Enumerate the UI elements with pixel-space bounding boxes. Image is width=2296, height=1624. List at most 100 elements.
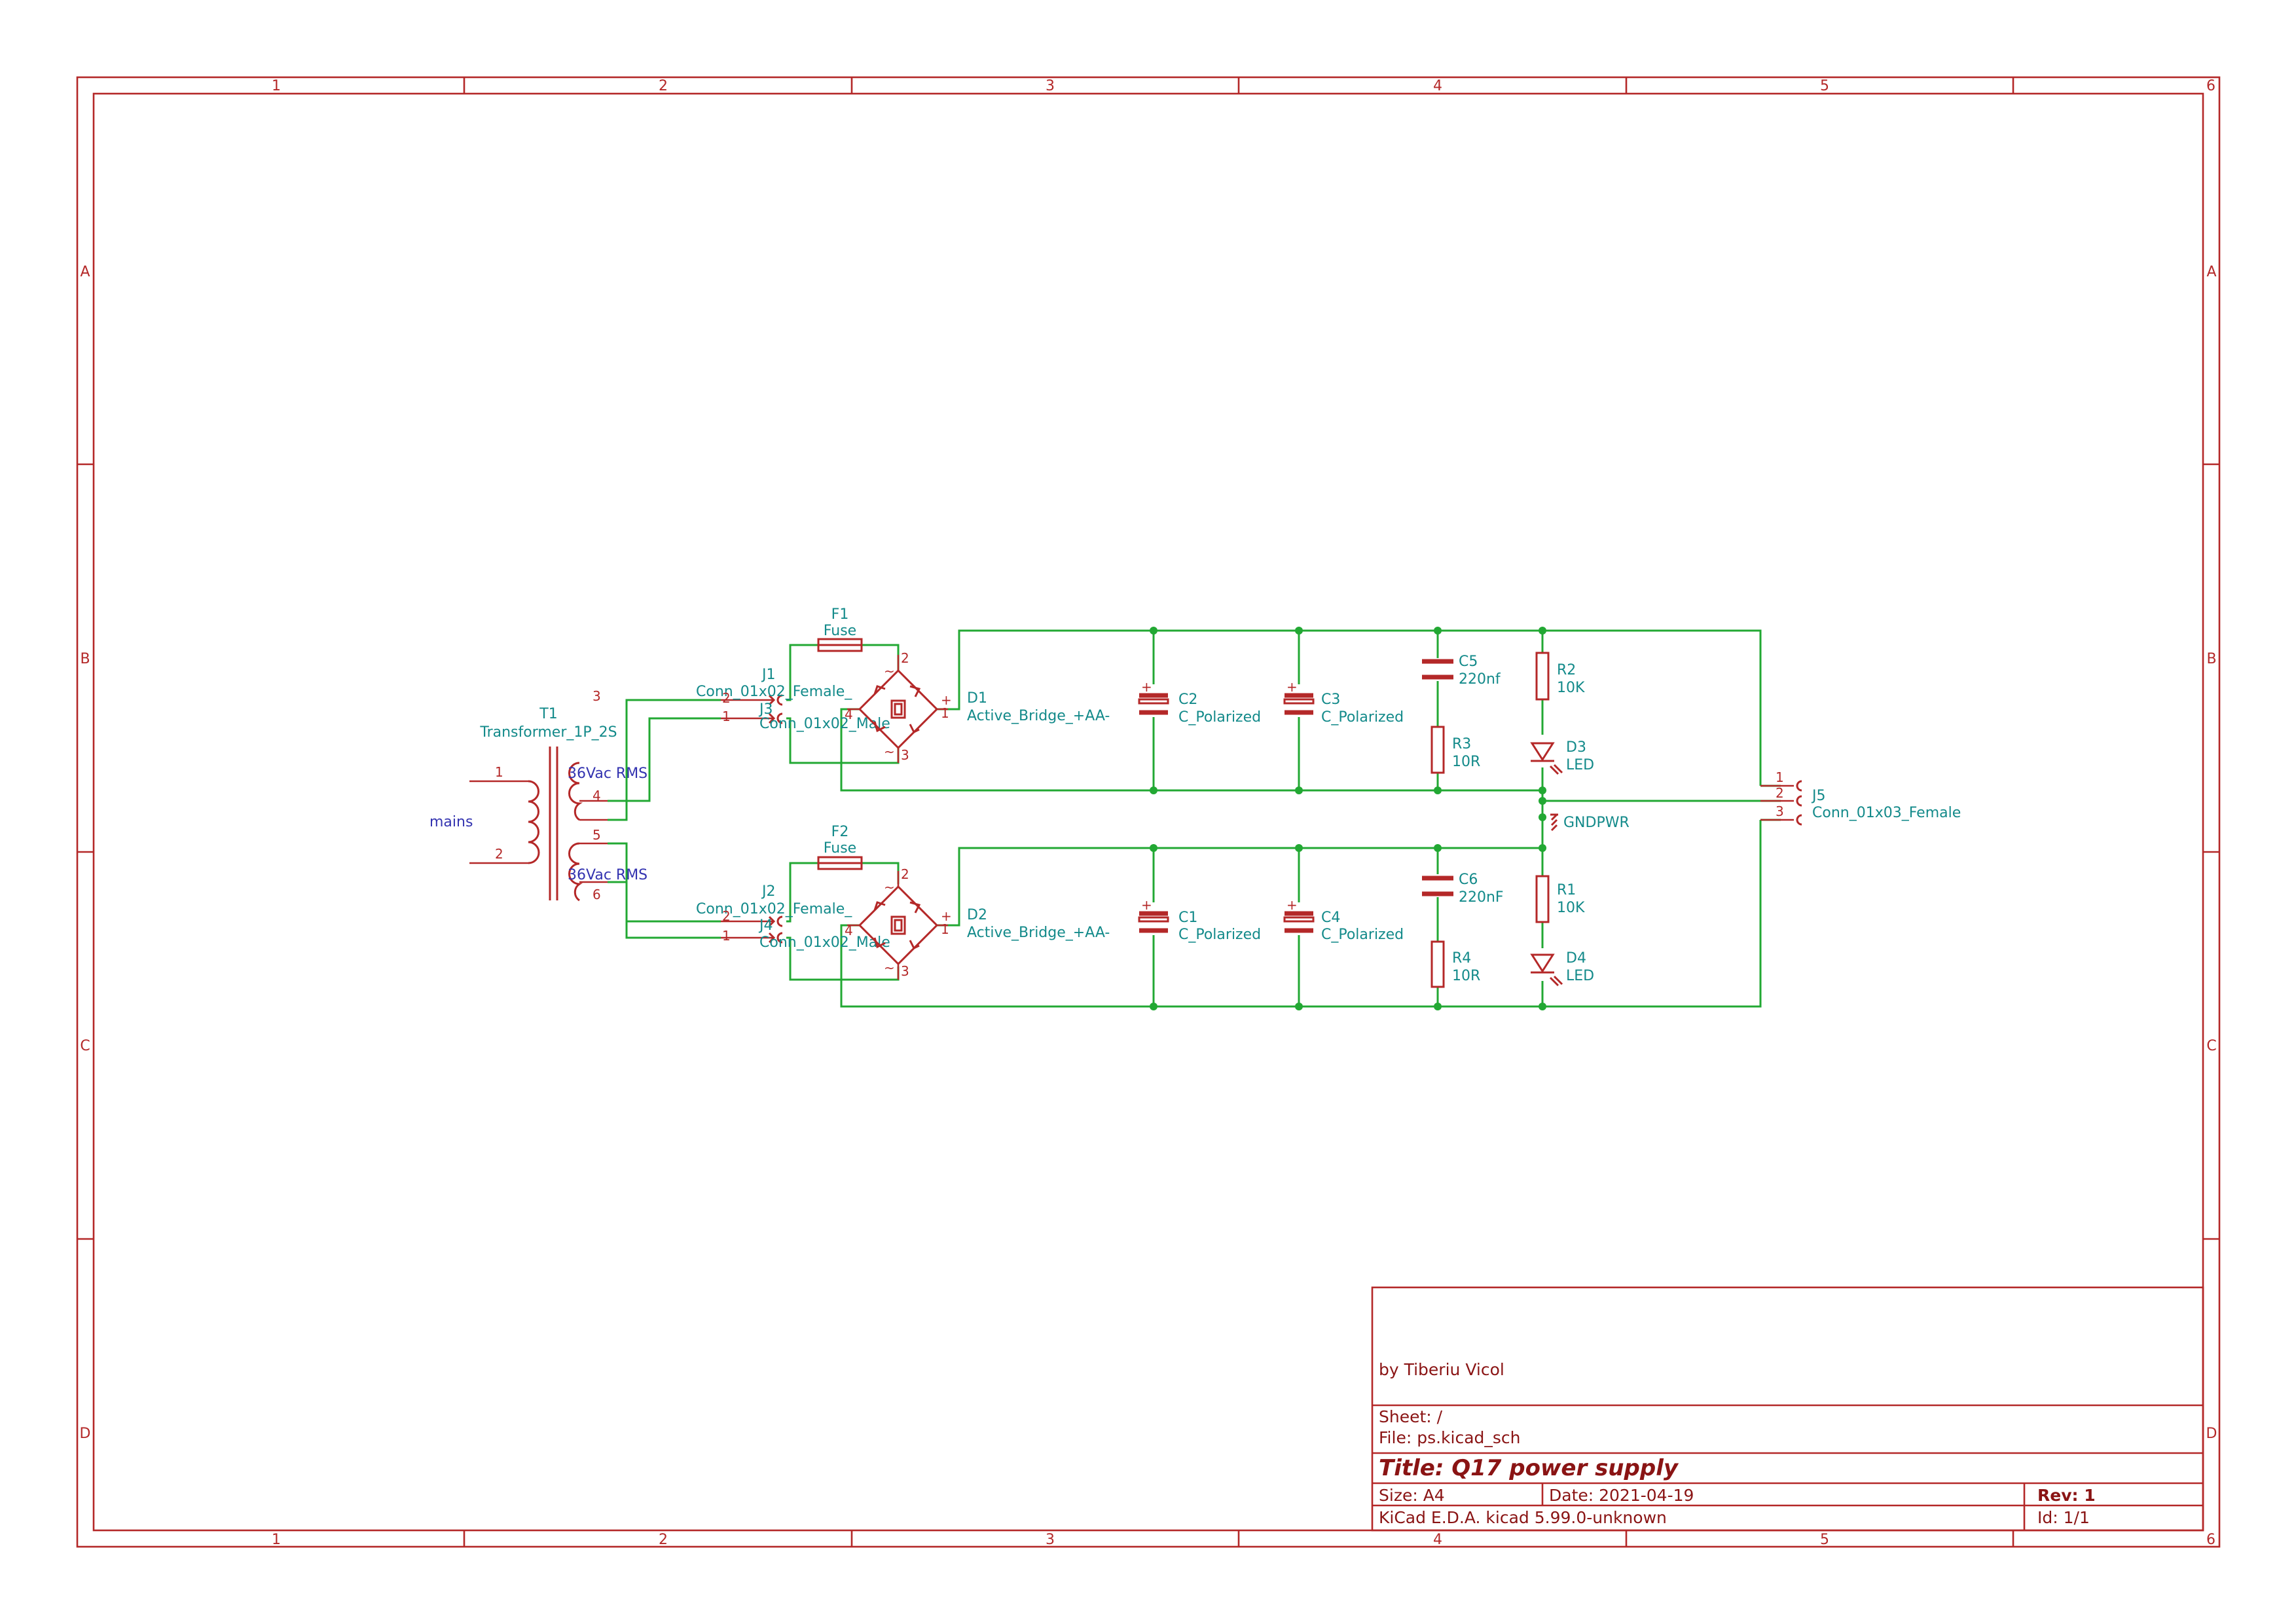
grid-row-b-left: B	[80, 651, 90, 667]
bridge-d2-symbol	[847, 871, 948, 980]
junction-dots	[1150, 627, 1546, 1010]
grid-row-d-right: D	[2206, 1426, 2217, 1442]
j4-value: Conn_01x02_Male	[759, 934, 890, 951]
gndpwr-label: GNDPWR	[1563, 815, 1630, 831]
d1-pin-3: 3	[901, 747, 909, 763]
d4-value: LED	[1566, 968, 1594, 984]
grid-row-a-right: A	[2206, 264, 2216, 280]
outer-frame	[76, 76, 2221, 1548]
r3-value: 10R	[1452, 754, 1480, 770]
d3-ref: D3	[1566, 739, 1586, 756]
led-d3-symbol	[1530, 742, 1563, 775]
title-block	[1371, 1286, 2204, 1532]
t1-pin-1: 1	[495, 764, 503, 780]
gndpwr-symbol	[1550, 813, 1558, 832]
c1-value: C_Polarized	[1178, 927, 1261, 943]
cap-c5-symbol	[1422, 659, 1453, 680]
c3-value: C_Polarized	[1321, 709, 1404, 726]
tb-size: Size: A4	[1379, 1486, 1445, 1505]
d2-ref: D2	[967, 907, 987, 923]
svg-text:+: +	[1141, 679, 1152, 695]
grid-row-c-right: C	[2206, 1038, 2216, 1054]
transformer-t1-symbol	[469, 747, 608, 902]
svg-text:+: +	[1286, 679, 1298, 695]
tb-author: by Tiberiu Vicol	[1379, 1360, 1504, 1379]
d2-pin-4: 4	[845, 923, 853, 938]
cap-c3-symbol: +	[1283, 679, 1315, 715]
grid-col-5-bottom: 5	[1820, 1532, 1829, 1548]
grid-ticks	[77, 77, 2219, 1547]
resistor-r3	[1430, 726, 1445, 774]
j5-value: Conn_01x03_Female	[1812, 805, 1961, 821]
cap-c1-symbol: +	[1138, 897, 1169, 933]
c3-ref: C3	[1321, 692, 1340, 708]
d4-ref: D4	[1566, 950, 1586, 967]
bridge-d1-symbol	[847, 655, 948, 763]
resistor-r2	[1535, 652, 1550, 701]
d2-pin-3: 3	[901, 963, 909, 979]
svg-text:+: +	[1141, 897, 1152, 913]
fuse-f1-symbol	[817, 638, 863, 652]
t1-pin-2: 2	[495, 846, 503, 862]
cap-c4-symbol: +	[1283, 897, 1315, 933]
d1-pin-4: 4	[845, 707, 853, 722]
c6-ref: C6	[1459, 872, 1478, 888]
r2-ref: R2	[1557, 662, 1576, 678]
tb-id: Id: 1/1	[2037, 1508, 2090, 1527]
t1-pin-4: 4	[592, 788, 601, 803]
t1-secondary-2-label: 36Vac RMS	[568, 867, 647, 883]
r2-value: 10K	[1557, 680, 1585, 696]
j2-pin-1: 1	[722, 928, 731, 944]
t1-value: Transformer_1P_2S	[479, 724, 617, 741]
connector-j2-j4-symbol	[721, 915, 783, 944]
t1-pin-6: 6	[592, 887, 601, 902]
d2-tilde-bottom: ~	[884, 960, 895, 976]
c2-ref: C2	[1178, 692, 1197, 708]
connector-j5-symbol	[1760, 780, 1802, 826]
j4-ref: J4	[758, 917, 773, 934]
c4-value: C_Polarized	[1321, 927, 1404, 943]
led-d4-symbol	[1530, 953, 1563, 987]
d2-tilde-top: ~	[884, 879, 895, 895]
grid-col-6-top: 6	[2206, 78, 2215, 94]
f2-ref: F2	[831, 824, 849, 840]
cap-c2-symbol: +	[1138, 679, 1169, 715]
f2-value: Fuse	[824, 840, 856, 857]
r4-value: 10R	[1452, 968, 1480, 984]
grid-col-4-bottom: 4	[1433, 1532, 1442, 1548]
t1-secondary-1-label: 36Vac RMS	[568, 766, 647, 782]
d1-plus: +	[941, 692, 952, 708]
j5-pin-1: 1	[1776, 769, 1784, 785]
j2-ref: J2	[761, 883, 776, 900]
j2-value: Conn_01x02_Female_	[696, 901, 852, 917]
mains-label: mains	[429, 814, 473, 830]
fuse-f2-symbol	[817, 856, 863, 870]
j5-ref: J5	[1811, 788, 1826, 804]
grid-row-c-left: C	[80, 1038, 90, 1054]
grid-col-6-bottom: 6	[2206, 1532, 2215, 1548]
j5-pin-2: 2	[1776, 785, 1784, 801]
t1-pin-5: 5	[592, 827, 601, 843]
j1-pin-1: 1	[722, 709, 731, 724]
d2-value: Active_Bridge_+AA-	[967, 925, 1110, 941]
d1-ref: D1	[967, 690, 987, 707]
grid-row-a-left: A	[80, 264, 90, 280]
resistor-r1	[1535, 875, 1550, 923]
r4-ref: R4	[1452, 950, 1471, 967]
grid-row-d-left: D	[80, 1426, 91, 1442]
f1-value: Fuse	[824, 623, 856, 639]
tb-title: Title: Q17 power supply	[1379, 1455, 1679, 1481]
d1-value: Active_Bridge_+AA-	[967, 708, 1110, 724]
c5-ref: C5	[1459, 654, 1478, 670]
t1-ref: T1	[539, 706, 557, 722]
d2-pin-2: 2	[901, 866, 909, 882]
d3-value: LED	[1566, 757, 1594, 773]
grid-row-b-right: B	[2206, 651, 2216, 667]
grid-col-3-bottom: 3	[1046, 1532, 1055, 1548]
j3-value: Conn_01x02_Male	[759, 716, 890, 732]
j1-value: Conn_01x02_Female_	[696, 684, 852, 700]
grid-col-1-top: 1	[272, 78, 281, 94]
r1-value: 10K	[1557, 900, 1585, 916]
d2-plus: +	[941, 908, 952, 924]
connector-j1-j3-symbol	[721, 694, 783, 724]
